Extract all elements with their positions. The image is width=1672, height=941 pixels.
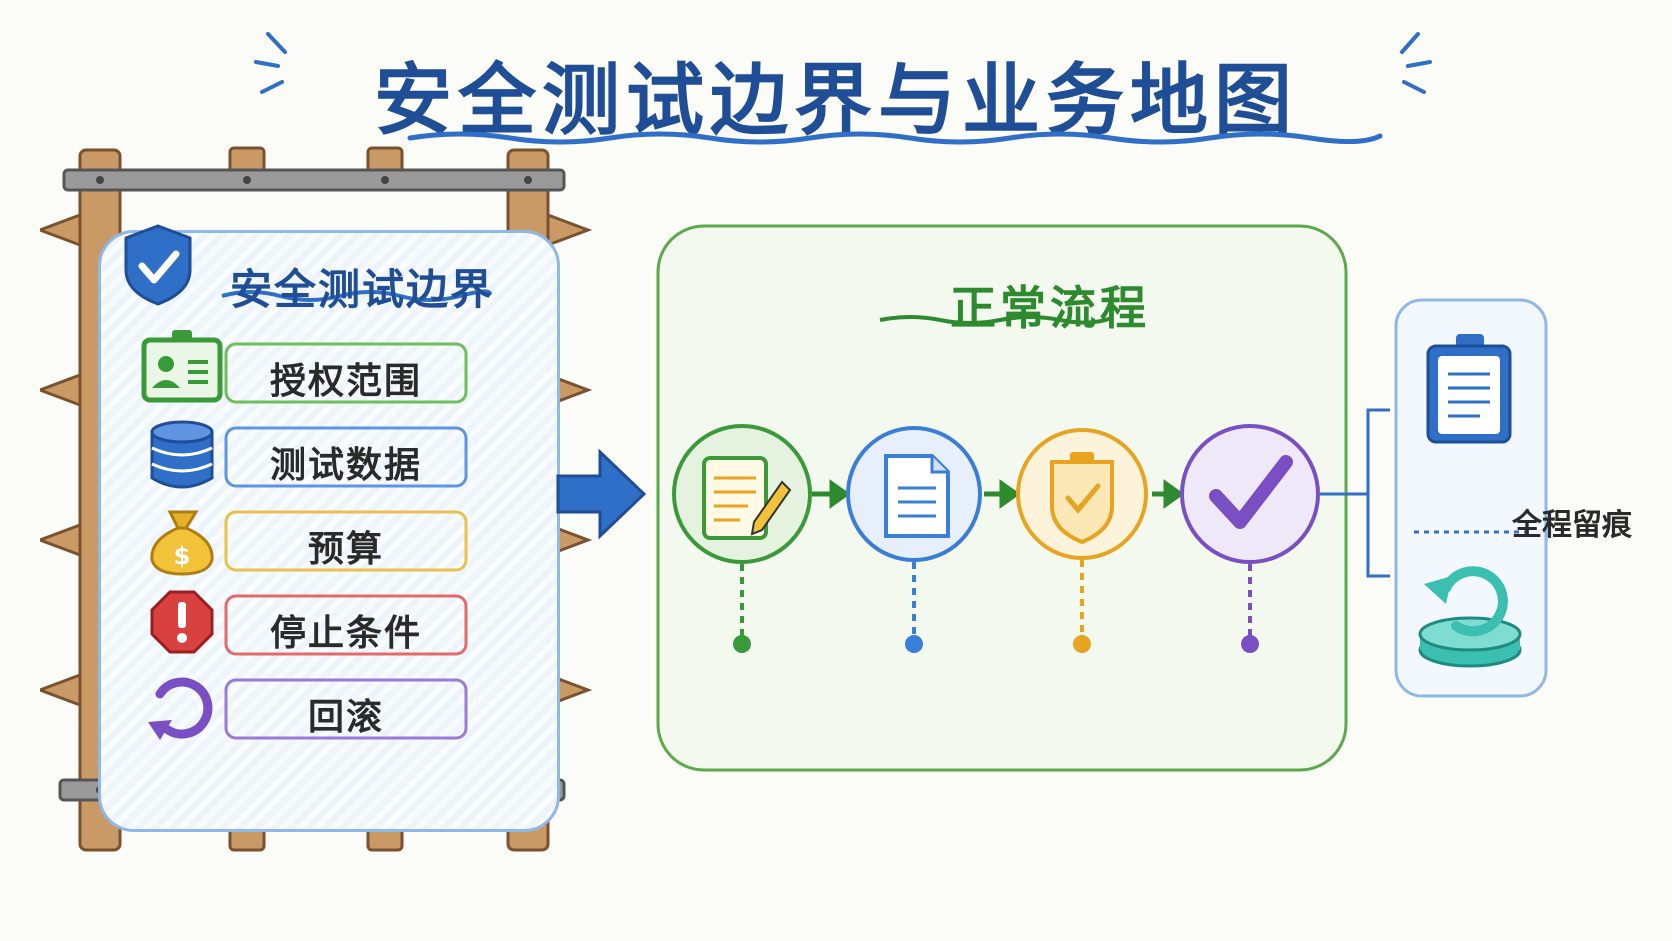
- test-data-label: 测试数据: [269, 445, 422, 486]
- rollback-label: 回滚: [307, 697, 384, 738]
- id-card-icon: [141, 330, 223, 403]
- test-data-box: [224, 426, 468, 488]
- trace-connector: [1320, 408, 1390, 578]
- scope-box: [224, 342, 468, 404]
- budget-box: [224, 510, 468, 572]
- flow-step-1: [672, 424, 812, 653]
- money-bag-icon: $: [150, 510, 214, 576]
- budget-label: 预算: [307, 529, 384, 570]
- flow-title-underline: [879, 315, 1113, 325]
- rollback-icon: [148, 677, 213, 740]
- flow-step-4: [1180, 424, 1320, 653]
- database-icon: [150, 420, 214, 489]
- stop-sign-icon: [150, 590, 214, 654]
- shield-check-icon: [124, 224, 192, 306]
- notepad-pencil-icon: [702, 456, 792, 540]
- restore-icon: [1418, 566, 1522, 668]
- title-underline: [407, 131, 1383, 145]
- trace-label: 全程留痕: [1512, 508, 1632, 543]
- scope-label: 授权范围: [269, 361, 422, 402]
- svg-text:$: $: [174, 542, 191, 570]
- boundary-title-underline: [221, 289, 492, 302]
- document-icon: [884, 454, 950, 538]
- stop-conditions-label: 停止条件: [269, 613, 422, 654]
- right-arrow-icon: [556, 448, 647, 540]
- rollback-box: [224, 678, 468, 740]
- page-title: 安全测试边界与业务地图: [373, 56, 1298, 146]
- flow-title: 正常流程: [950, 281, 1150, 335]
- flow-arrows: [812, 479, 1185, 509]
- flow-step-3: [1016, 428, 1148, 653]
- clipboard-shield-icon: [1050, 452, 1114, 545]
- boundary-title: 安全测试边界: [230, 265, 495, 314]
- flow-step-2: [846, 426, 982, 653]
- stop-conditions-box: [224, 594, 468, 656]
- title-sparks-right: [1400, 32, 1432, 94]
- clipboard-icon: [1426, 334, 1512, 444]
- checkmark-icon: [1209, 455, 1293, 529]
- title-sparks-left: [254, 32, 287, 94]
